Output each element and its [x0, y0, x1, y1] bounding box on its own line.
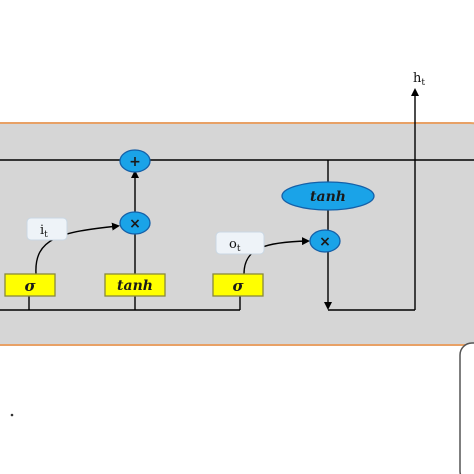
input-gate-label-box: it: [26, 217, 68, 241]
output-multiply-operator: ×: [309, 229, 341, 253]
output-gate-label-sub: t: [237, 244, 241, 254]
hidden-output-label-main: h: [413, 71, 422, 86]
cell-tanh-label: tanh: [310, 189, 346, 205]
candidate-tanh-gate: tanh: [104, 273, 166, 297]
input-multiply-operator: ×: [119, 211, 151, 235]
input-sigma-gate: σ: [4, 273, 56, 297]
stray-dot: [10, 413, 14, 417]
input-gate-label-sub: t: [44, 230, 48, 240]
hidden-output-label-sub: t: [421, 78, 425, 88]
input-multiply-label: ×: [129, 216, 141, 232]
cell-tanh-node: tanh: [281, 181, 375, 211]
add-operator-label: +: [129, 154, 141, 170]
svg-text:ot: ot: [229, 237, 241, 254]
input-gate-label-main: i: [40, 223, 44, 238]
add-operator: +: [119, 149, 151, 173]
hidden-output-label: ht: [413, 71, 425, 88]
next-cell-fragment: [459, 342, 474, 474]
output-multiply-label: ×: [319, 234, 331, 250]
output-sigma-gate: σ: [212, 273, 264, 297]
output-sigma-label: σ: [232, 277, 244, 295]
input-sigma-label: σ: [24, 277, 36, 295]
candidate-tanh-label: tanh: [117, 278, 153, 294]
svg-text:it: it: [40, 223, 48, 240]
output-gate-label-box: ot: [215, 231, 265, 255]
output-gate-label-main: o: [229, 237, 237, 252]
